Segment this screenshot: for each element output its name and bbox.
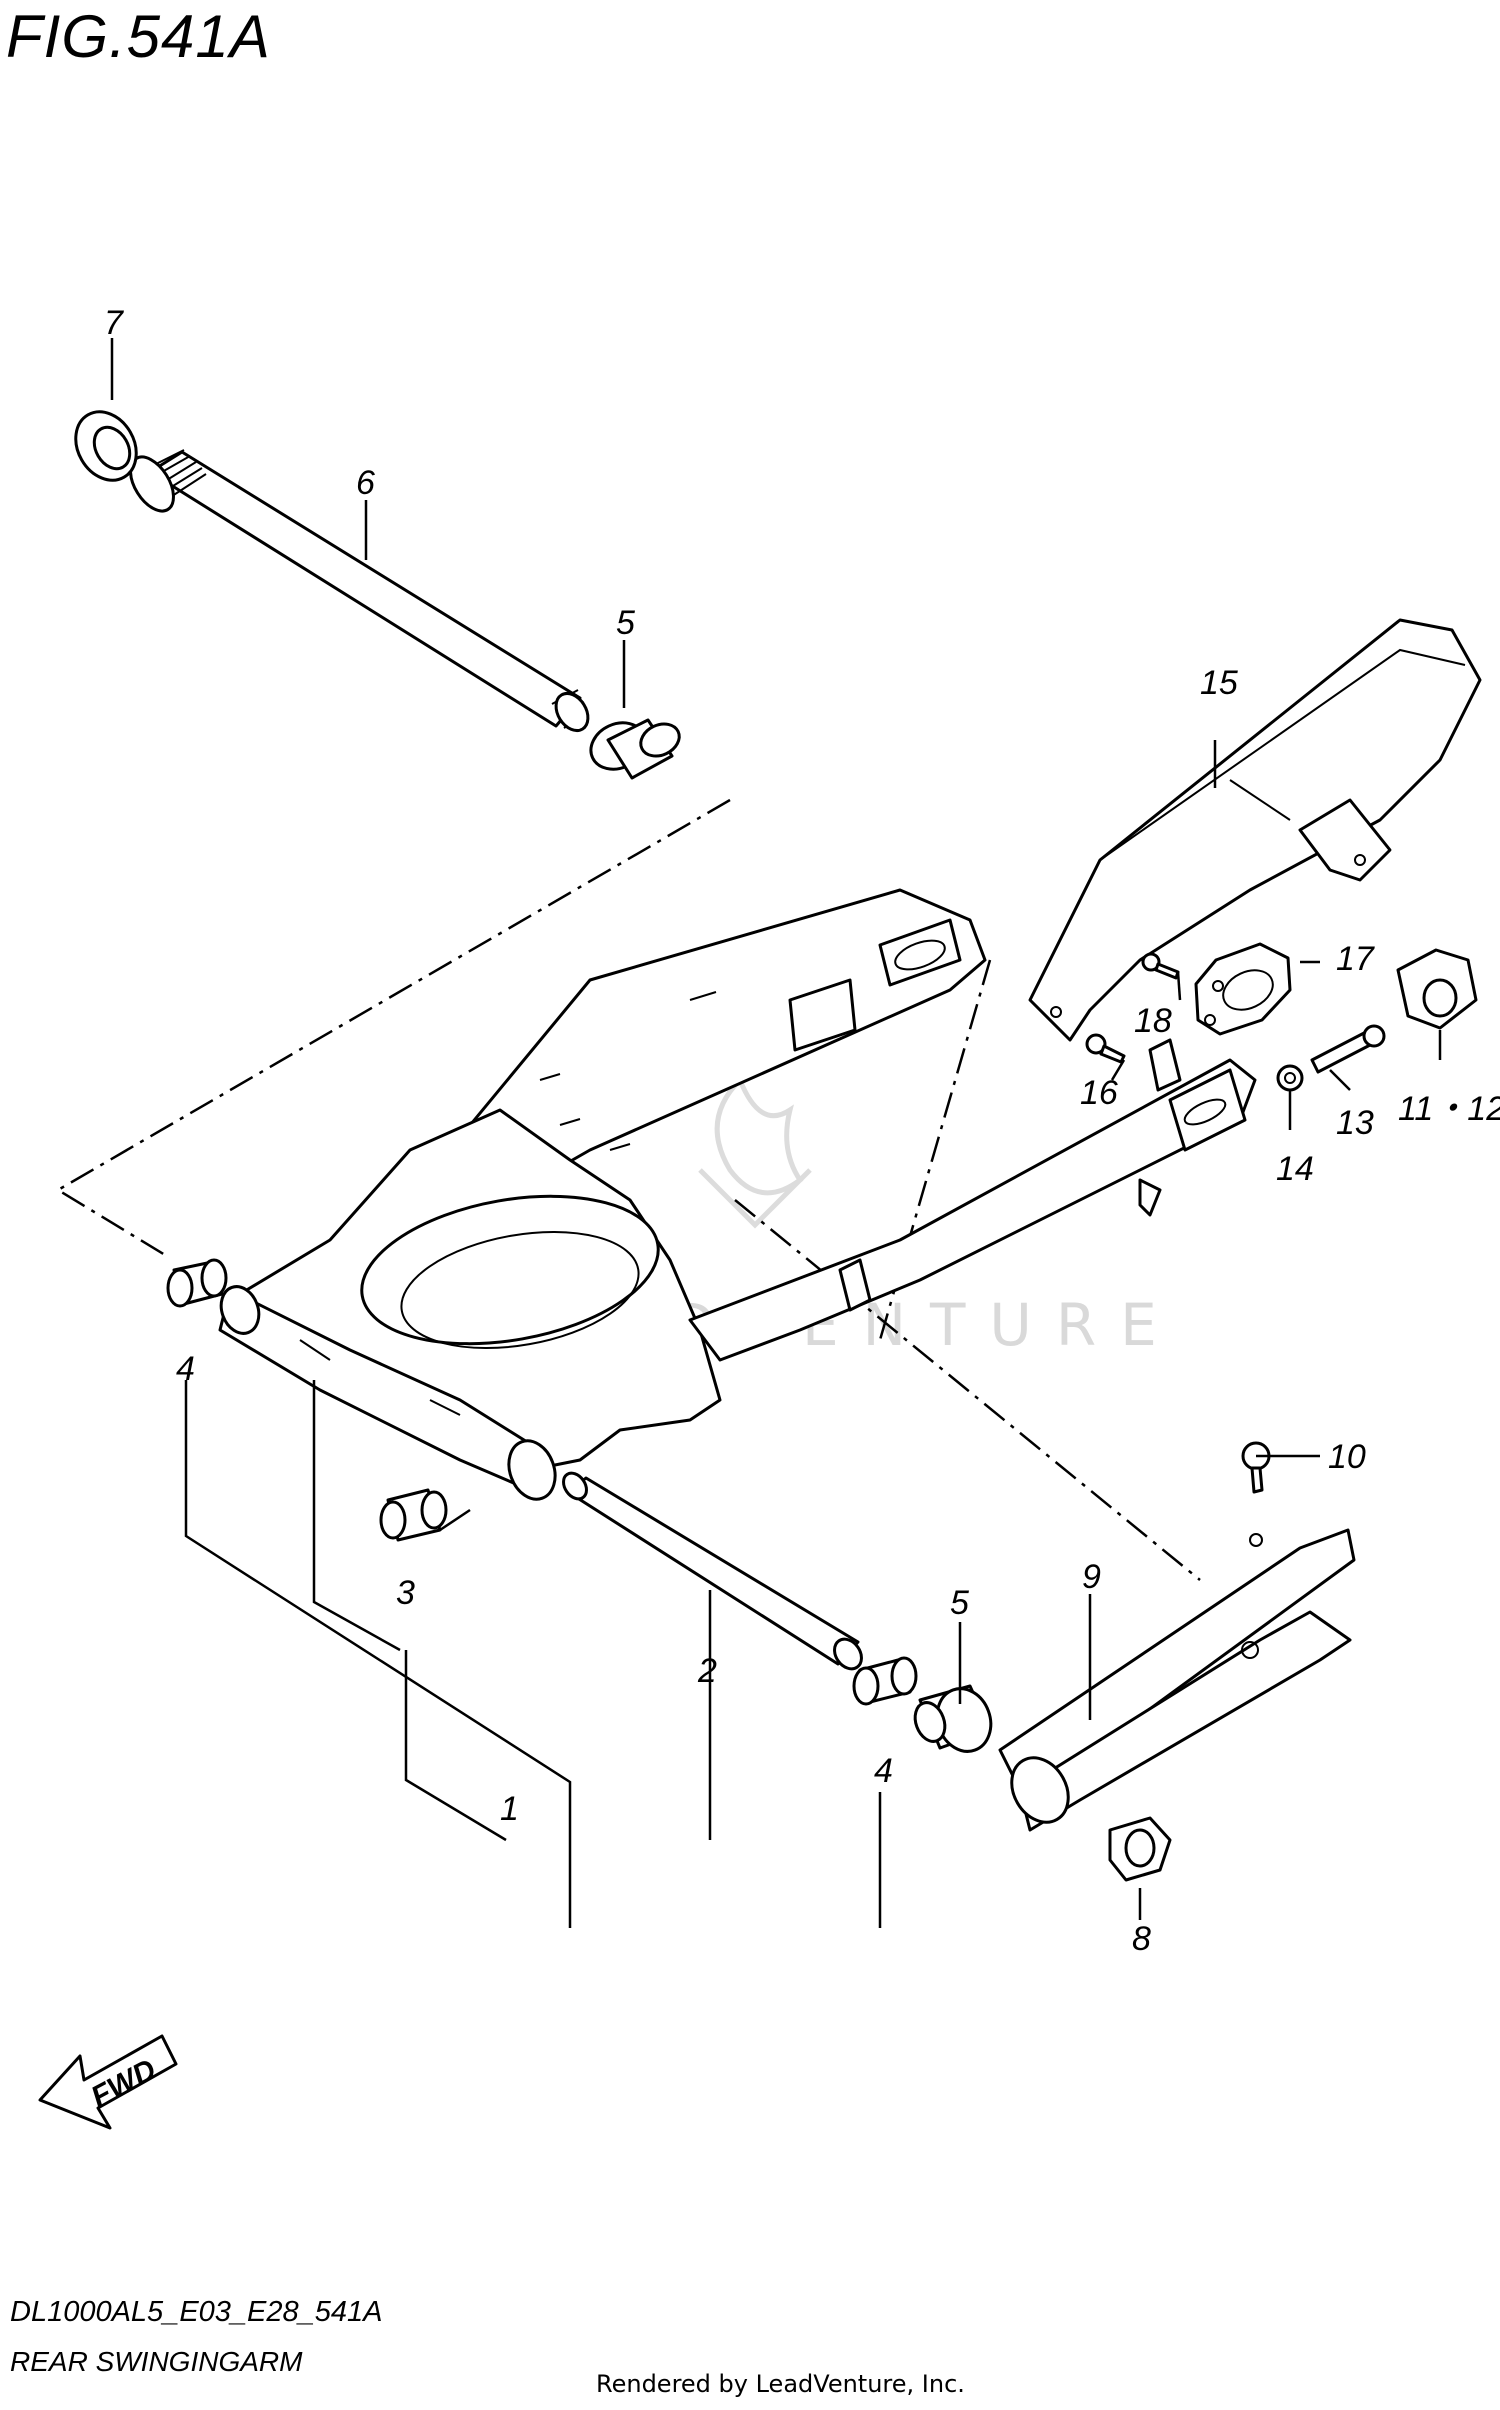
callout-14: 14 xyxy=(1276,1150,1314,1188)
callout-15: 15 xyxy=(1200,664,1238,702)
cover-bracket[interactable] xyxy=(1194,942,1292,1036)
watermark-logo xyxy=(698,1075,812,1229)
buffer-screw[interactable] xyxy=(1241,1441,1271,1494)
callout-16: 16 xyxy=(1080,1074,1118,1112)
callout-2: 2 xyxy=(697,1652,717,1690)
callout-7: 7 xyxy=(104,304,124,342)
callout-1: 1 xyxy=(500,1790,519,1828)
callout-9: 9 xyxy=(1082,1558,1101,1596)
callout-5a: 5 xyxy=(616,604,635,642)
model-code: DL1000AL5_E03_E28_541A xyxy=(10,2296,383,2328)
adjuster-bolt[interactable] xyxy=(1310,1024,1386,1074)
callout-18: 18 xyxy=(1134,1002,1172,1040)
locknut[interactable] xyxy=(64,401,148,491)
cover-bolt[interactable] xyxy=(1085,1033,1126,1064)
bushing-left[interactable] xyxy=(583,714,684,780)
bearing-left[interactable] xyxy=(166,1258,228,1308)
callout-labels: 1 2 3 4 4 5 5 6 7 8 9 10 11・12 13 14 15 … xyxy=(104,304,1500,1958)
callout-5b: 5 xyxy=(950,1584,969,1622)
leader-lines xyxy=(110,338,1442,1928)
chain-buffer[interactable] xyxy=(998,1528,1356,1832)
spacer-tube[interactable] xyxy=(559,1469,867,1674)
chain-adjuster[interactable] xyxy=(1396,948,1478,1030)
adjuster-nut[interactable] xyxy=(1276,1064,1304,1092)
callout-8: 8 xyxy=(1132,1920,1151,1958)
figure-name: REAR SWINGINGARM xyxy=(10,2346,303,2377)
bearing-right[interactable] xyxy=(852,1656,918,1706)
callout-11-12: 11・12 xyxy=(1398,1090,1500,1128)
callout-13: 13 xyxy=(1336,1104,1374,1142)
callout-6: 6 xyxy=(356,464,375,502)
callout-3: 3 xyxy=(396,1574,415,1612)
swingarm[interactable] xyxy=(215,888,1257,1506)
render-credit: Rendered by LeadVenture, Inc. xyxy=(596,2370,965,2398)
figure-title: FIG.541A xyxy=(6,3,271,70)
bushing-right[interactable] xyxy=(910,1681,999,1759)
bearing[interactable] xyxy=(379,1488,471,1542)
callout-17: 17 xyxy=(1336,940,1375,978)
forward-arrow: FWD xyxy=(38,2034,178,2130)
pivot-shaft[interactable] xyxy=(122,449,595,737)
nut[interactable] xyxy=(1108,1816,1172,1882)
chain-cover[interactable] xyxy=(1028,618,1482,1042)
callout-4b: 4 xyxy=(874,1752,893,1790)
bracket-screw[interactable] xyxy=(1141,952,1180,980)
callout-10: 10 xyxy=(1328,1438,1366,1476)
callout-4a: 4 xyxy=(176,1350,195,1388)
